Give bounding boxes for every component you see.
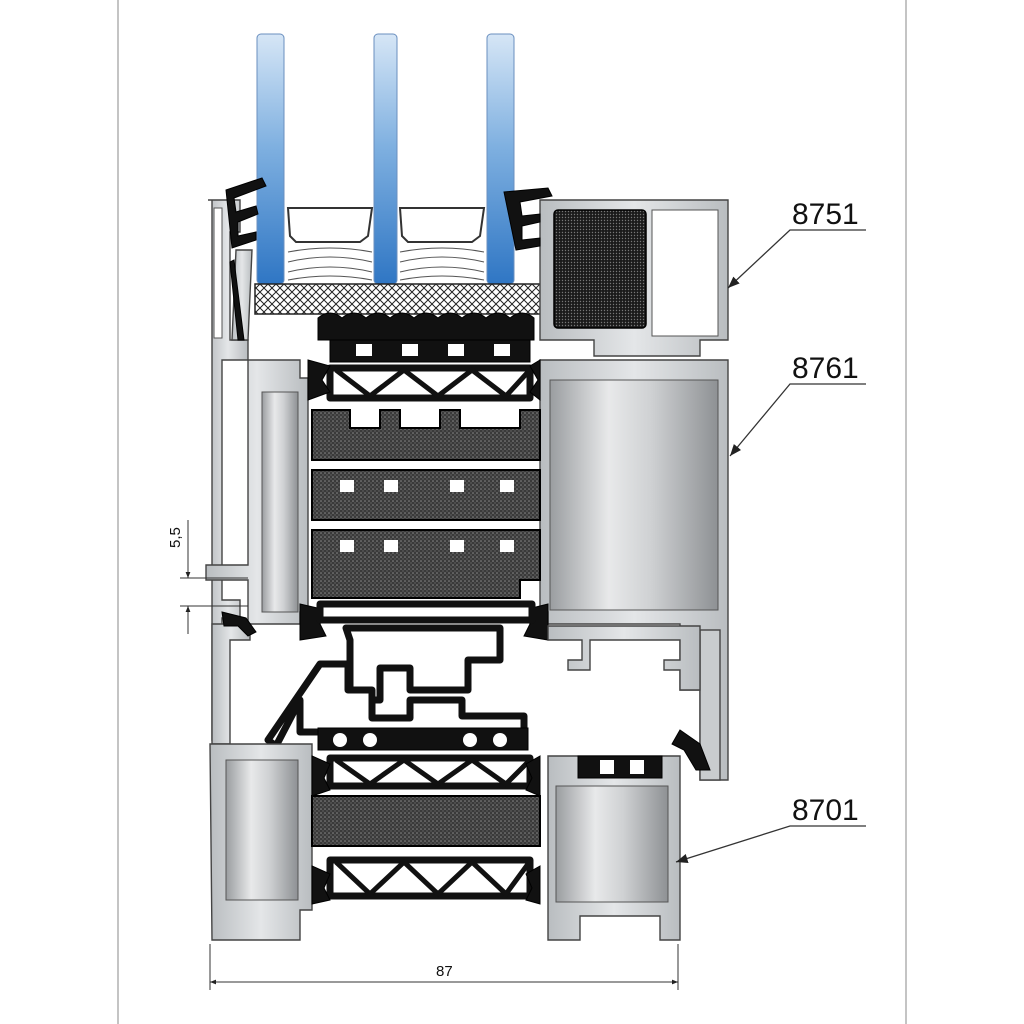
insulation-foam-upper xyxy=(311,409,541,599)
glass-pane-inner xyxy=(486,33,515,285)
sash-bottom-barrier xyxy=(316,600,536,624)
frame-profile-8751 xyxy=(503,187,729,357)
callout-label-8761: 8761 xyxy=(792,352,859,385)
gasket-bottom-left xyxy=(311,865,331,905)
callout-8761: 8761 xyxy=(729,352,866,457)
spacer-left xyxy=(286,207,374,243)
dimension-label-step: 5,5 xyxy=(167,527,184,548)
left-glazing-gasket xyxy=(225,177,267,341)
steel-tube-right xyxy=(549,379,719,611)
glass-spacers xyxy=(286,207,486,281)
frame-profile-8701 xyxy=(209,729,711,941)
callout-8751: 8751 xyxy=(727,198,866,289)
setting-block xyxy=(254,283,552,315)
gasket-lower-right xyxy=(525,755,541,797)
gasket-lower-left xyxy=(311,755,331,797)
triple-glazing xyxy=(256,33,515,285)
thermal-break-middle xyxy=(264,624,528,750)
sash-profile-8761 xyxy=(205,359,729,781)
thermal-break-upper xyxy=(326,364,534,402)
callout-8701: 8701 xyxy=(675,794,866,863)
steel-tube-left xyxy=(261,391,299,613)
dimension-overall-width: 87 xyxy=(209,944,679,990)
callout-label-8751: 8751 xyxy=(792,198,859,231)
dimension-label-width: 87 xyxy=(436,963,453,980)
glass-pane-outer xyxy=(256,33,285,285)
gasket-bottom-right xyxy=(525,865,541,905)
steel-tube-lower-left xyxy=(225,759,299,901)
lower-gasket-row xyxy=(317,727,529,751)
gasket-right-upper xyxy=(529,359,541,402)
hollow-8751 xyxy=(651,209,719,337)
insulation-block-8751 xyxy=(553,209,647,329)
steel-tube-lower-right xyxy=(555,785,669,903)
spacer-right xyxy=(398,207,486,243)
middle-bar xyxy=(547,625,701,691)
callout-label-8701: 8701 xyxy=(792,794,859,827)
thermal-break-lower xyxy=(311,754,541,900)
lower-frame-left xyxy=(211,611,257,745)
gasket-left-upper xyxy=(307,359,331,401)
dimension-step-height: 5,5 xyxy=(167,520,248,634)
glass-pane-middle xyxy=(373,33,398,285)
top-gasket-row xyxy=(317,312,535,363)
